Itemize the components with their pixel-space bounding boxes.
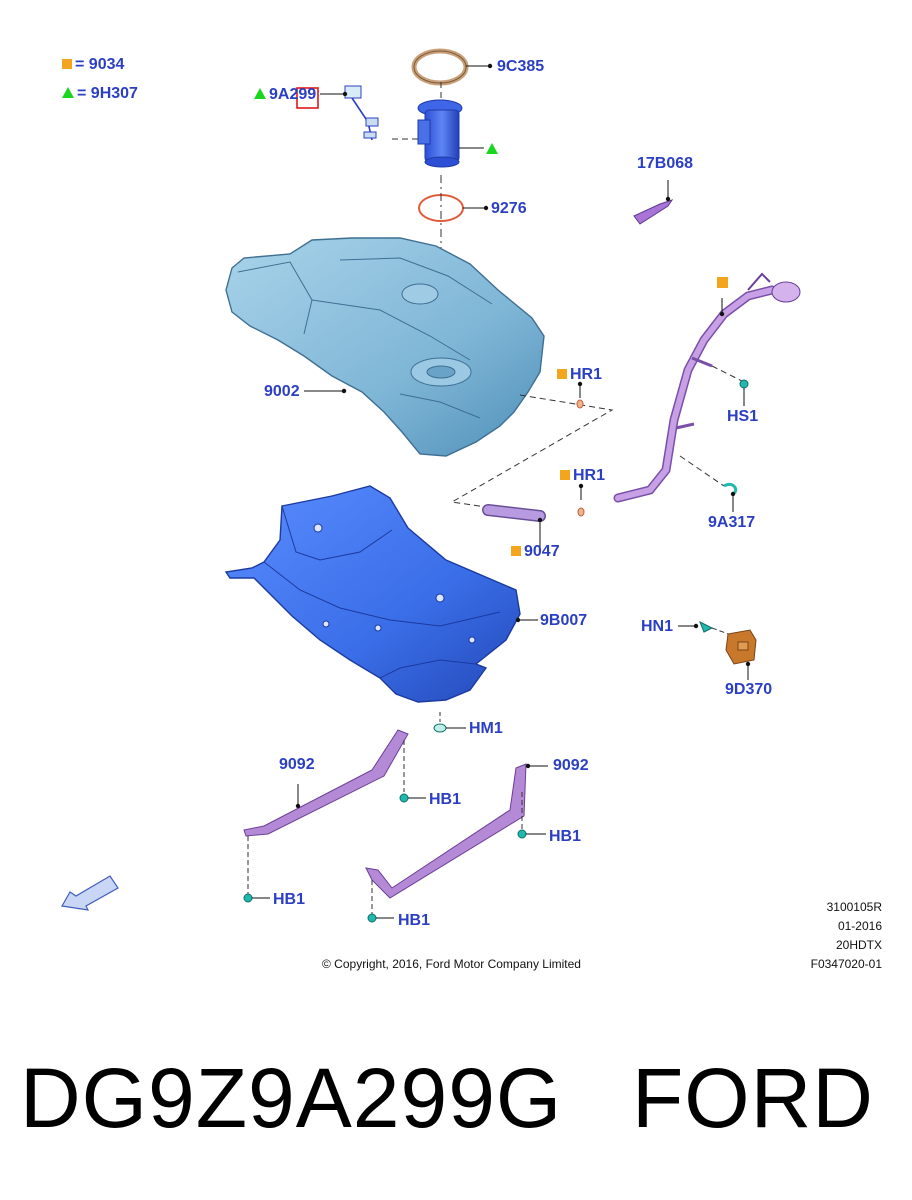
callout-9a299[interactable]: 9A299 [254, 86, 316, 104]
square-marker-icon [511, 546, 521, 556]
bolt-hb1-c [243, 836, 270, 903]
bracket-9d370 [725, 629, 757, 680]
pump-assembly-marker-icon [486, 143, 498, 154]
tank-strap-right [365, 763, 548, 899]
screw-hs1 [739, 379, 749, 406]
triangle-marker-icon [62, 87, 74, 98]
drawing-date: 01-2016 [837, 919, 882, 933]
tank-strap-left [243, 729, 409, 837]
drawing-code: 3100105R [826, 900, 882, 914]
callout-hb1-a[interactable]: HB1 [429, 791, 462, 808]
callout-9092-left[interactable]: 9092 [279, 756, 315, 773]
callout-hr1-lower[interactable]: HR1 [560, 467, 605, 485]
callout-hr1-upper[interactable]: HR1 [557, 366, 602, 384]
square-marker-icon [62, 59, 72, 69]
heat-shield [224, 485, 538, 703]
callout-9c385[interactable]: 9C385 [497, 58, 545, 75]
callout-17b068[interactable]: 17B068 [637, 155, 694, 172]
legend-item-assembly: = 9H307 [62, 85, 138, 103]
bolt-hb1-d [367, 880, 394, 923]
triangle-marker-icon [254, 88, 266, 99]
callout-9b007[interactable]: 9B007 [540, 612, 588, 629]
service-kit-marker-icon [717, 277, 728, 288]
seal-ring [418, 194, 489, 222]
callout-text: HR1 [573, 467, 606, 484]
callout-9d370[interactable]: 9D370 [725, 681, 773, 698]
selected-part-box [296, 87, 319, 109]
callout-9047[interactable]: 9047 [511, 543, 560, 561]
callout-9002[interactable]: 9002 [264, 383, 300, 400]
square-marker-icon [560, 470, 570, 480]
copyright-notice: © Copyright, 2016, Ford Motor Company Li… [322, 957, 581, 971]
fuel-filler-pipe [613, 272, 801, 503]
parts-diagram: = 9034 = 9H307 9C385 9A299 17B068 9276 9… [61, 48, 882, 974]
callout-text: 9A299 [269, 86, 317, 103]
hose-clamp-lower [577, 483, 585, 517]
filler-pipe-clip [633, 180, 674, 225]
callout-9092-right[interactable]: 9092 [553, 757, 589, 774]
drawing-figure-id: F0347020-01 [810, 957, 882, 971]
brand-title: FORD [632, 1051, 874, 1145]
filler-hose [482, 504, 546, 552]
legend-item-kit: = 9034 [62, 56, 124, 74]
legend-text: = 9034 [75, 56, 125, 73]
bolt-hb1-b [517, 792, 546, 839]
hose-clamp-upper [576, 381, 584, 409]
callout-hm1[interactable]: HM1 [469, 720, 503, 737]
square-marker-icon [557, 369, 567, 379]
callout-text: 9047 [524, 543, 560, 560]
part-number-title: DG9Z9A299G [20, 1051, 563, 1145]
callout-hn1[interactable]: HN1 [641, 618, 674, 635]
callout-hb1-c[interactable]: HB1 [273, 891, 306, 908]
callout-9a317[interactable]: 9A317 [708, 514, 756, 531]
drawing-meta: 3100105R 01-2016 20HDTX F0347020-01 [790, 898, 882, 974]
drawing-model: 20HDTX [835, 938, 882, 952]
bolt-hb1-a [399, 740, 426, 803]
callout-hb1-b[interactable]: HB1 [549, 828, 582, 845]
callout-hs1[interactable]: HS1 [727, 408, 759, 425]
lock-ring [411, 48, 493, 86]
fuel-pump-module [392, 99, 484, 168]
front-direction-arrow-icon [61, 875, 119, 911]
callout-9276[interactable]: 9276 [491, 200, 527, 217]
nut-hn1 [678, 620, 735, 637]
callout-text: HR1 [570, 366, 603, 383]
fuel-tank [225, 237, 545, 457]
legend-text: = 9H307 [77, 85, 138, 102]
clip-9a317 [723, 482, 738, 512]
callout-hb1-d[interactable]: HB1 [398, 912, 431, 929]
exploded-view-drawing [61, 48, 801, 923]
nut-hm1 [433, 712, 466, 733]
fuel-level-sender [320, 85, 379, 141]
